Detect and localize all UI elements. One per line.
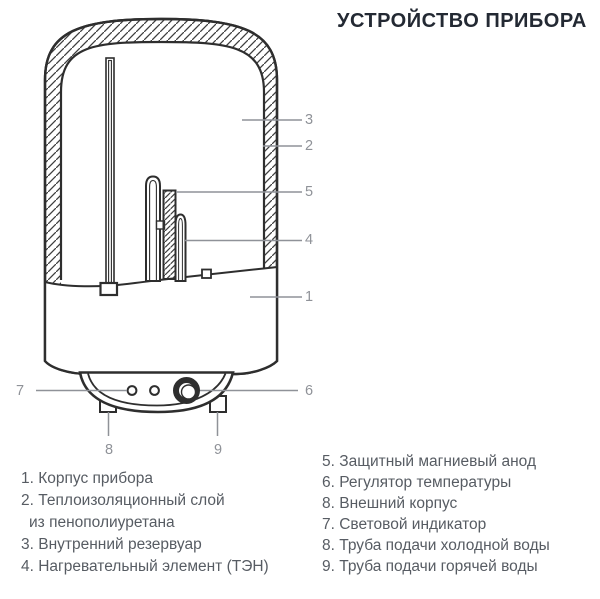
callout-2: 2 [305, 138, 314, 154]
legend-item-7: 7. Световой индикатор [322, 516, 487, 533]
cutaway-edge [44, 266, 278, 288]
callout-8: 8 [104, 442, 114, 458]
legend-item-9: 9. Труба подачи горячей воды [322, 558, 538, 575]
callout-7: 7 [16, 383, 25, 399]
callout-9: 9 [213, 442, 223, 458]
callout-1: 1 [305, 289, 314, 305]
magnesium-anode [162, 189, 177, 280]
page-title: УСТРОЙСТВО ПРИБОРА [337, 10, 587, 32]
legend-left: 1. Корпус прибора 2. Теплоизоляционный с… [21, 468, 269, 578]
insulation-layer [45, 19, 277, 292]
callout-lines [36, 119, 302, 436]
heating-element-tube [174, 213, 187, 282]
callout-6: 6 [305, 383, 314, 399]
sensor-tube [99, 57, 119, 297]
heating-element-hairpin [145, 175, 166, 282]
legend-item-3: 3. Внутренний резервуар [21, 536, 202, 553]
callout-5: 5 [305, 184, 314, 200]
legend-item-2-cont: из пенополиуретана [29, 514, 175, 531]
legend-item-2: 2. Теплоизоляционный слой [21, 492, 225, 509]
callout-3: 3 [305, 112, 314, 128]
pipe-fitting [201, 268, 212, 279]
legend-item-6: 6. Регулятор температуры [322, 474, 512, 491]
callout-4: 4 [305, 232, 314, 248]
legend-item-8b: 8. Труба подачи холодной воды [322, 537, 550, 554]
indicator-lights [126, 385, 160, 396]
legend-item-1: 1. Корпус прибора [21, 470, 153, 487]
legend-item-5: 5. Защитный магниевый анод [322, 453, 537, 470]
water-heater-diagram-icon [36, 17, 302, 436]
inner-tank [59, 40, 266, 280]
temperature-knob [173, 377, 200, 404]
legend-right: 5. Защитный магниевый анод 6. Регулятор … [322, 451, 550, 577]
legend-item-4: 4. Нагревательный элемент (ТЭН) [21, 558, 269, 575]
legend-item-8a: 8. Внешний корпус [322, 495, 458, 512]
